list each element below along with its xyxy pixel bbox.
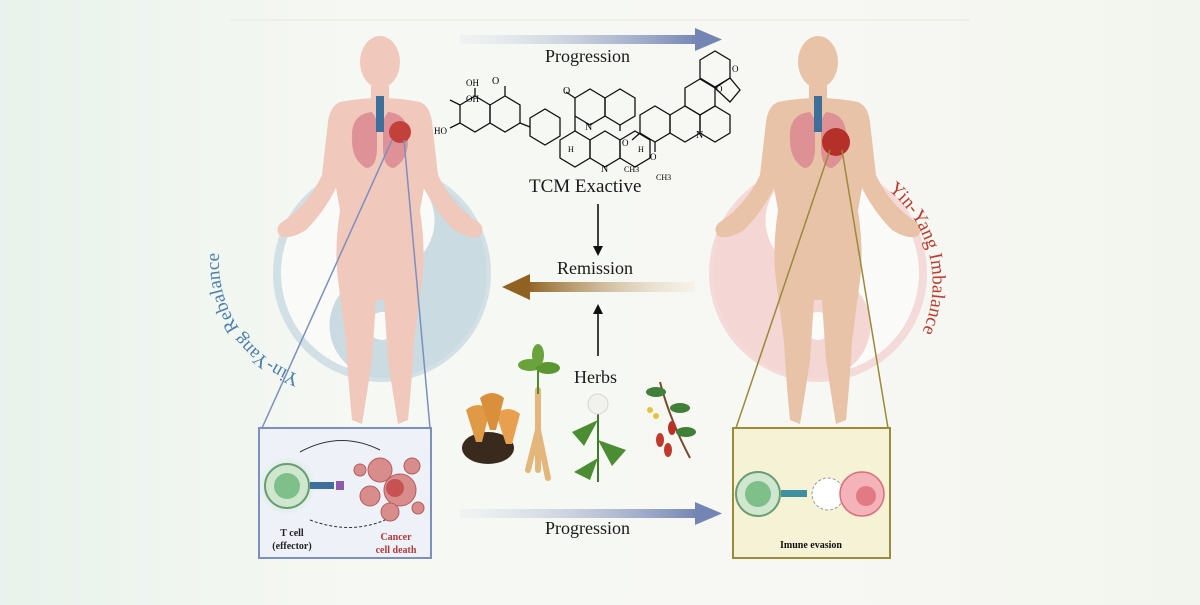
herb-datura-illustration [572,393,626,482]
human-body-right [715,36,921,424]
chem-label-ch3-b: CH3 [656,173,671,182]
tumor-right [822,128,850,156]
chem-label-o2: O [650,152,657,162]
chem-label-oh2: OH [466,94,479,104]
chem-label-n1: N [585,122,592,133]
progression-arrow-bottom [460,502,722,525]
remission-label: Remission [557,258,634,278]
cancer-label-line1: Cancer [380,532,412,543]
tcm-exactive-label: TCM Exactive [529,176,642,197]
chem-label-n-plus: N [696,130,703,141]
chem-label-o1: O [622,138,629,148]
cancer-label-line2: cell death [376,545,417,556]
inset-box-left: T cell (effector) Cancer cell death [257,427,432,559]
zoom-line-right-2 [841,149,889,429]
lungs-right [789,96,850,168]
lungs-left [351,96,411,168]
herbs-label: Herbs [574,367,617,387]
chem-label-o-lactam: O [563,86,570,97]
human-body-left [277,36,483,424]
progression-arrow-top [460,28,722,51]
zoom-line-left-2 [403,139,431,429]
chem-structure-berberine [631,50,741,152]
tcm-to-remission-arrow [593,204,603,256]
herb-mushroom-illustration [462,393,520,464]
tumor-left [389,121,411,143]
progression-label-bottom: Progression [545,518,630,538]
inset-box-right: Imune evasion [732,427,891,559]
zoom-line-right-1 [735,149,831,429]
chem-label-oh3: HO [434,126,447,136]
remission-arrow [502,274,695,300]
chem-label-o-d1: O [716,84,723,94]
chem-label-h2: H [638,145,644,154]
progression-label-top: Progression [545,46,630,66]
chem-label-o-d2: O [732,64,739,74]
chem-label-n2: N [601,164,608,175]
chem-label-ch3-a: CH3 [624,165,639,174]
t-cell-label-line1: T cell [280,528,304,539]
chem-label-o-carbonyl: O [492,76,499,87]
herbs-to-remission-arrow [593,304,603,356]
t-cell-label-line2: (effector) [272,541,311,552]
chem-structure-matrine [559,88,651,168]
chem-label-oh1: OH [466,78,479,88]
chem-structure-baicalein [449,86,561,146]
herb-barberry-illustration [646,381,696,459]
chem-label-h1: H [568,145,574,154]
zoom-line-left-1 [261,139,393,429]
immune-evasion-label: Imune evasion [780,540,842,551]
herb-ginseng-illustration [518,344,560,481]
